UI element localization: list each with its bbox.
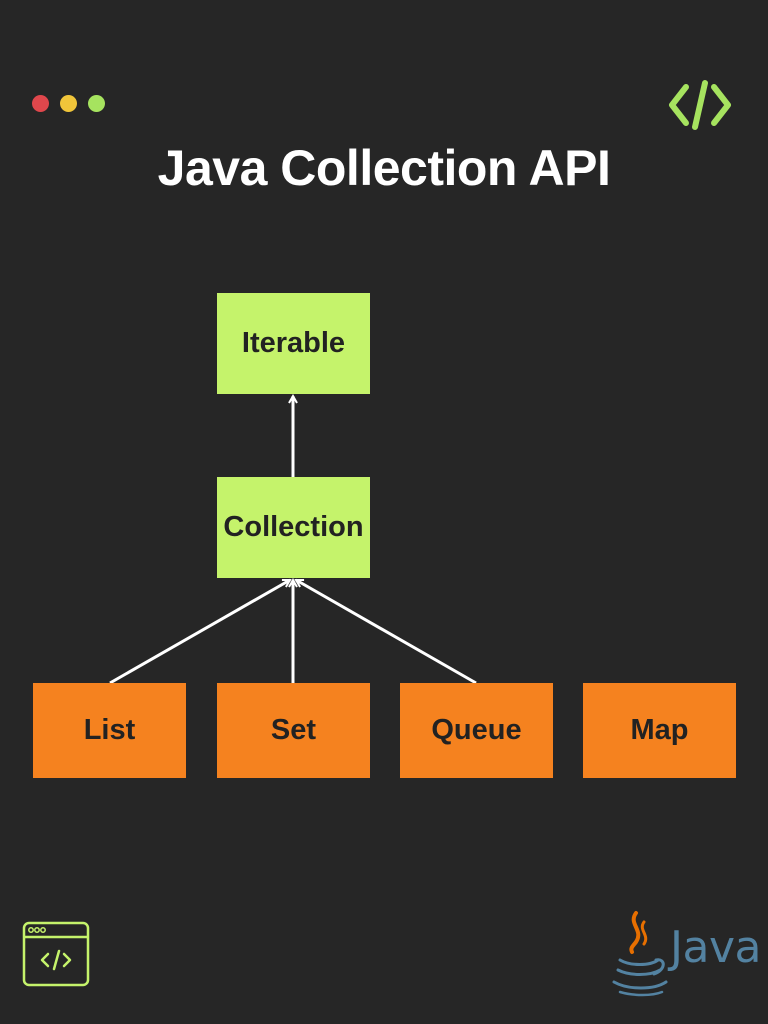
page-title: Java Collection API bbox=[157, 140, 611, 196]
node-queue: Queue bbox=[400, 683, 553, 778]
edge-queue-collection bbox=[296, 578, 477, 685]
node-map: Map bbox=[583, 683, 736, 778]
code-brackets-icon bbox=[669, 80, 731, 130]
window-dot-red bbox=[32, 95, 49, 112]
node-list: List bbox=[33, 683, 186, 778]
node-set: Set bbox=[217, 683, 370, 778]
java-logo-text: Java bbox=[670, 922, 761, 973]
java-coffee-cup-logo bbox=[612, 911, 668, 997]
node-iterable: Iterable bbox=[217, 293, 370, 394]
node-collection: Collection bbox=[217, 477, 370, 578]
window-dot-green bbox=[88, 95, 105, 112]
browser-code-icon bbox=[22, 921, 90, 987]
window-dot-yellow bbox=[60, 95, 77, 112]
edge-list-collection bbox=[109, 578, 290, 685]
